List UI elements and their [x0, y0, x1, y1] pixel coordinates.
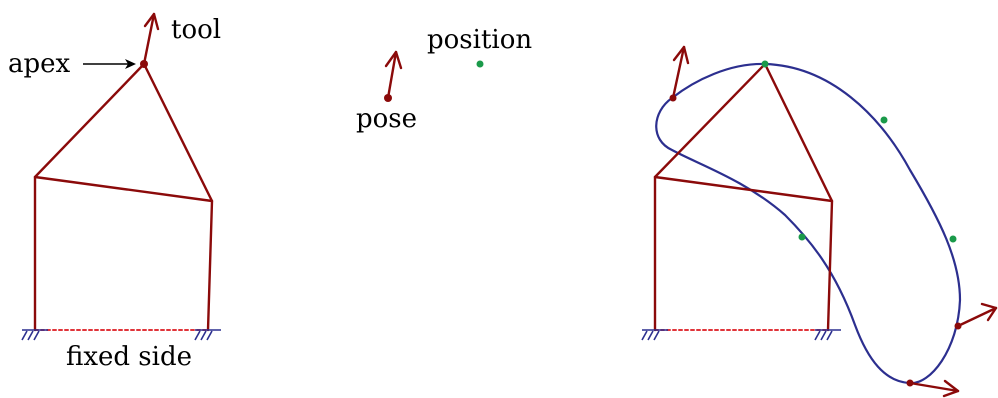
tool-arrow-head: [143, 12, 160, 31]
tool-arrow-shaft: [142, 12, 156, 66]
pose-label: pose: [356, 104, 417, 134]
ground-hatch-icon: [194, 329, 221, 341]
coupler-triangle: [653, 62, 834, 203]
pose-dot: [906, 379, 914, 387]
pose-arrow-shaft: [908, 381, 960, 393]
position-label: position: [427, 25, 532, 55]
pose-arrow-head: [980, 302, 998, 322]
ground-hatch-icon: [21, 329, 48, 341]
apex-point: [140, 60, 148, 68]
pose-arrow-head: [384, 50, 403, 70]
coupler-curve: [655, 62, 962, 385]
pose-arrow-head: [942, 379, 960, 398]
apex-label: apex: [8, 49, 71, 79]
coupler-triangle: [33, 62, 214, 203]
position-dot: [880, 116, 888, 124]
right-mechanism: [641, 45, 998, 398]
pose-arrow-shaft: [386, 50, 398, 100]
pose-dot: [669, 94, 677, 102]
position-dot: [761, 60, 769, 68]
pose-arrow-shaft: [956, 306, 998, 328]
pose-arrow-shaft: [671, 45, 686, 100]
left-mechanism: apex tool fixed side: [8, 12, 221, 372]
tool-label: tool: [171, 15, 221, 45]
fixed-side-label: fixed side: [66, 342, 192, 372]
position-dot: [949, 235, 957, 243]
position-dot: [476, 60, 484, 68]
ground-hatch-icon: [641, 329, 668, 341]
right-rocker-link: [826, 199, 834, 332]
pose-dot: [954, 322, 962, 330]
right-rocker-link: [206, 199, 214, 332]
ground-hatch-icon: [814, 329, 841, 341]
middle-legend: pose position: [356, 25, 532, 134]
apex-pointer-arrowhead: [125, 59, 136, 69]
position-dot: [798, 233, 806, 241]
pose-dot: [384, 94, 392, 102]
pose-arrow-head: [672, 45, 690, 65]
